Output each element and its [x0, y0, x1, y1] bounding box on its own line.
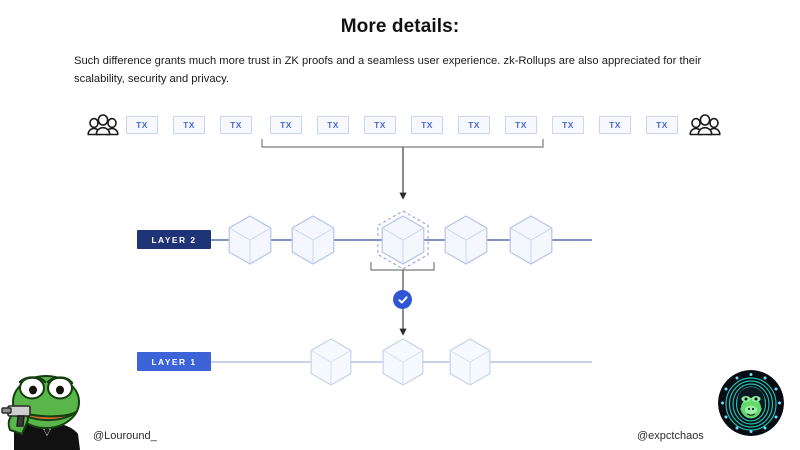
layer2-cube — [509, 215, 553, 265]
tx-box[interactable]: TX — [505, 116, 537, 134]
page-title: More details: — [340, 16, 460, 37]
tx-box[interactable]: TX — [646, 116, 678, 134]
tx-box[interactable]: TX — [599, 116, 631, 134]
tx-box[interactable]: TX — [411, 116, 443, 134]
layer1-cube — [310, 338, 352, 386]
pepe-in-suit-avatar — [0, 368, 92, 450]
mempool-row: TX TX TX TX TX TX TX TX TX TX TX TX — [0, 110, 800, 144]
right-handle-label: @expctchaos — [637, 430, 704, 442]
tx-box[interactable]: TX — [126, 116, 158, 134]
layer2-cube-highlighted — [377, 210, 429, 270]
layer1-badge: LAYER 1 — [137, 352, 211, 371]
body-paragraph: Such difference grants much more trust i… — [74, 55, 702, 86]
tx-box[interactable]: TX — [270, 116, 302, 134]
users-group-icon — [86, 113, 120, 139]
users-group-icon — [688, 113, 722, 139]
tx-box[interactable]: TX — [173, 116, 205, 134]
layer2-cube — [228, 215, 272, 265]
proof-bracket — [370, 262, 435, 271]
left-handle-label: @Louround_ — [93, 430, 157, 442]
tx-box[interactable]: TX — [552, 116, 584, 134]
layer2-cube — [291, 215, 335, 265]
layer2-badge: LAYER 2 — [137, 230, 211, 249]
tx-box[interactable]: TX — [364, 116, 396, 134]
layer1-cube — [382, 338, 424, 386]
tx-box[interactable]: TX — [317, 116, 349, 134]
chaos-ape-avatar — [718, 370, 784, 436]
tx-box[interactable]: TX — [220, 116, 252, 134]
tx-box[interactable]: TX — [458, 116, 490, 134]
layer1-cube — [449, 338, 491, 386]
check-circle-icon — [393, 290, 412, 309]
layer2-cube — [444, 215, 488, 265]
